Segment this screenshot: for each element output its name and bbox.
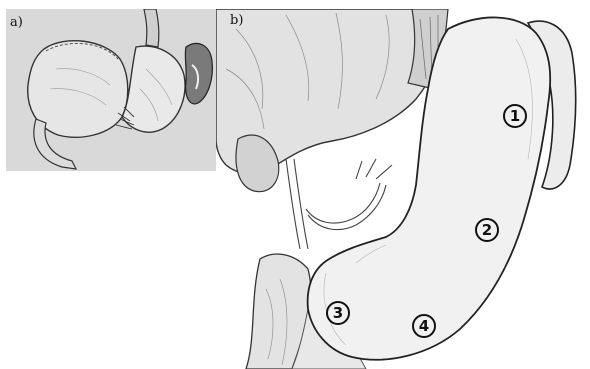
- panel-a-illustration: [6, 9, 228, 171]
- panel-b-illustration: [216, 9, 586, 369]
- vessels-b: [286, 159, 392, 249]
- panel-b-label: b): [230, 13, 243, 28]
- panel-b: b) 1 2 3 4: [216, 9, 586, 369]
- region-marker-4: 4: [412, 314, 436, 338]
- panel-a-label: a): [10, 15, 23, 30]
- region-marker-1: 1: [503, 104, 527, 128]
- esophagus-a: [144, 9, 159, 47]
- region-marker-3: 3: [326, 301, 350, 325]
- region-marker-2: 2: [475, 218, 499, 242]
- spleen-a: [185, 43, 212, 103]
- panel-a: a): [6, 9, 228, 171]
- remnant-stomach-a: [122, 46, 185, 132]
